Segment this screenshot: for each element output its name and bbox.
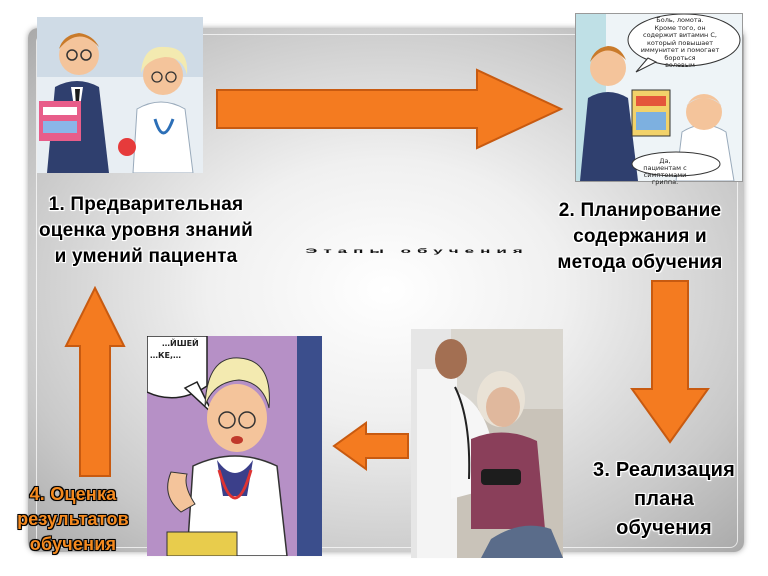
bubble-line: Боль, ломота. <box>656 16 704 24</box>
step-1-line-3: и умений пациента <box>54 246 238 267</box>
step-1-label: 1. Предварительная оценка уровня знаний … <box>4 192 288 270</box>
bubble-line: …ЙШЕЙ <box>162 339 199 348</box>
arrow-down-step2-to-step3 <box>630 280 710 444</box>
bubble-line: Кроме того, он <box>654 23 706 32</box>
bubble-line: иммунитет и помогает <box>640 46 720 54</box>
step-2-line-2: содержания и <box>573 226 707 247</box>
photo-step-3 <box>411 329 563 558</box>
bubble-line: содержит витамин С, <box>643 31 717 39</box>
step-3-label: 3. Реализация плана обучения <box>572 456 756 543</box>
illustration-step-4 <box>147 336 322 556</box>
diagram-frame <box>36 34 738 548</box>
bubble-line: который повышает <box>646 38 714 47</box>
step-4-line-3: обучения <box>29 534 117 554</box>
step-2-line-3: метода обучения <box>557 252 723 273</box>
bubble-line: симптомами гриппа. <box>643 171 687 186</box>
speech-bubble-top-right: Боль, ломота. Кроме того, он содержит ви… <box>628 16 732 70</box>
step-4-label: 4. Оценка результатов обучения <box>0 482 146 557</box>
step-1-line-2: оценка уровня знаний <box>38 220 254 241</box>
step-4-line-2: результатов <box>17 509 129 529</box>
bubble-line: пациентам с <box>643 164 687 172</box>
bubble-line: волевым <box>665 61 695 69</box>
speech-bubble-bottom-left: …ЙШЕЙ …КЕ,… <box>150 338 204 362</box>
step-3-line-2: плана <box>633 488 695 510</box>
bubble-line: бороться <box>664 53 696 62</box>
arrow-left-step3-to-step4 <box>332 421 409 471</box>
speech-bubble-bottom-right: Да, пациентам с симптомами гриппа. <box>630 158 700 186</box>
step-1-line-1: 1. Предварительная <box>48 194 244 215</box>
bubble-line: Да, <box>659 157 671 165</box>
step-2-line-1: 2. Планирование <box>558 200 722 221</box>
step-2-label: 2. Планирование содержания и метода обуч… <box>530 198 750 276</box>
arrow-right-step1-to-step2 <box>216 68 564 150</box>
step-3-line-1: 3. Реализация <box>593 459 735 481</box>
step-3-line-3: обучения <box>616 517 712 539</box>
illustration-step-2 <box>575 13 743 182</box>
center-title: Этапы обучения <box>305 247 529 255</box>
bubble-line: …КЕ,… <box>150 351 182 360</box>
illustration-step-1 <box>37 17 203 173</box>
step-4-line-1: 4. Оценка <box>29 484 117 504</box>
arrow-up-step4-to-step1 <box>64 286 126 477</box>
